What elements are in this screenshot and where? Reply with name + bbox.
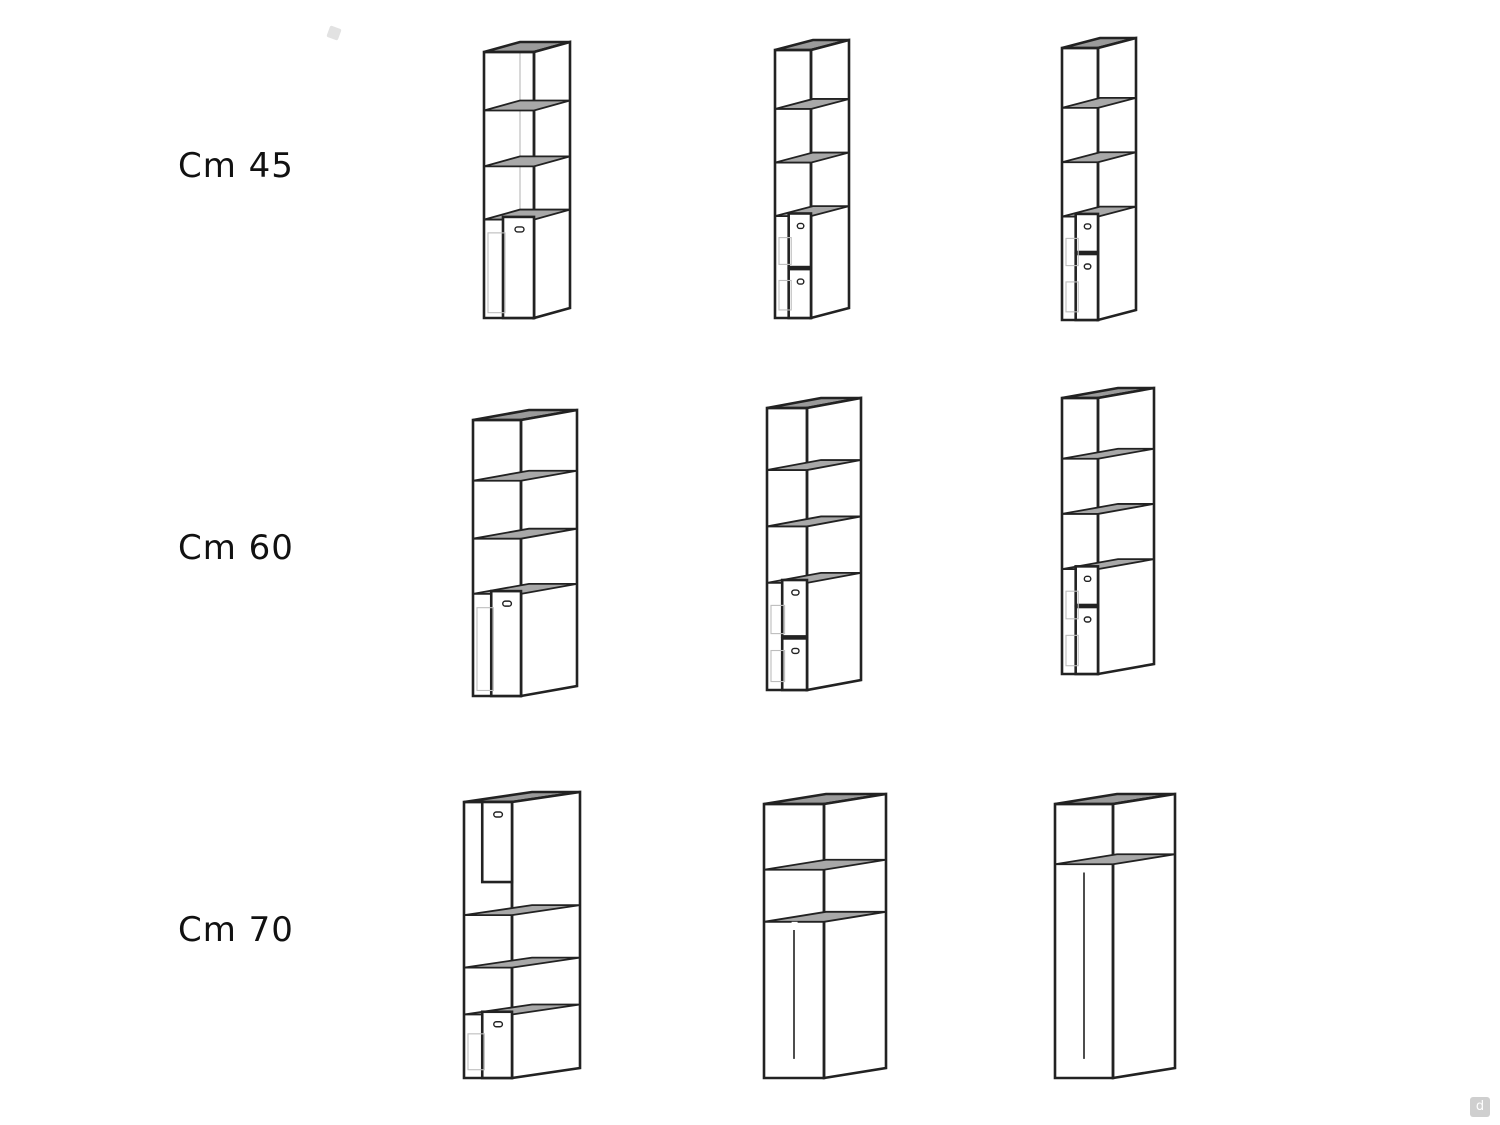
door-handle: [493, 1021, 504, 1028]
drawer-ghost: [467, 1033, 485, 1071]
cabinet-1-2: [1060, 386, 1156, 676]
shelf: [766, 459, 862, 471]
door-handle: [791, 647, 800, 655]
drawer-ghost: [1065, 634, 1079, 667]
door-panel: [489, 589, 523, 698]
cabinet-0-2: [1060, 36, 1138, 322]
front-frame: [1053, 802, 1115, 1080]
door-handle: [791, 589, 800, 596]
row-label-45: Cm 45: [178, 146, 294, 186]
drawer-ghost: [487, 232, 506, 314]
door-panel: [780, 578, 809, 638]
drawer-ghost: [1065, 237, 1079, 267]
door-handle: [1083, 223, 1092, 230]
side-panel: [1096, 386, 1156, 676]
door-panel: [1074, 212, 1100, 254]
door-panel: [787, 212, 813, 269]
side-panel: [510, 790, 582, 1080]
side-panel: [532, 40, 572, 320]
side-panel: [809, 38, 851, 320]
side-panel: [805, 396, 863, 692]
shelf: [766, 515, 862, 528]
door-panel: [1074, 605, 1100, 676]
shelf: [483, 155, 571, 168]
shelf: [774, 151, 850, 164]
watermark-badge: d: [1470, 1097, 1490, 1117]
cabinet-0-1: [773, 38, 851, 320]
cabinet-2-1: [762, 792, 888, 1080]
shelf: [1061, 96, 1137, 109]
door-handle: [502, 600, 513, 607]
shelf: [1061, 503, 1155, 515]
drawer-ghost: [1065, 281, 1079, 313]
shelf: [483, 99, 571, 112]
shelf: [1061, 447, 1155, 460]
door-handle: [1083, 263, 1092, 270]
cabinet-1-1: [765, 396, 863, 692]
drawer-ghost: [1065, 590, 1079, 620]
drawer-ghost: [476, 607, 494, 692]
drawer-ghost: [778, 279, 792, 311]
drawer-ghost: [770, 649, 786, 683]
shelf: [763, 910, 887, 923]
drawer-ghost: [770, 604, 786, 635]
door-handle: [796, 222, 805, 230]
drawer-ghost: [778, 237, 792, 265]
shelf: [463, 904, 581, 917]
shelf: [763, 858, 887, 871]
door-panel: [1074, 565, 1100, 607]
shelf: [463, 956, 581, 969]
door-panel: [780, 637, 809, 692]
cabinet-2-0: [462, 790, 582, 1080]
door-handle: [514, 226, 525, 233]
cabinet-2-2: [1053, 792, 1177, 1080]
row-label-60: Cm 60: [178, 528, 294, 568]
cabinet-1-0: [471, 408, 579, 698]
side-panel: [1111, 792, 1177, 1080]
row-label-70: Cm 70: [178, 910, 294, 950]
shelf: [1054, 853, 1176, 866]
door-handle: [796, 278, 805, 285]
side-panel: [1096, 36, 1138, 322]
door-handle: [1083, 616, 1092, 623]
side-panel: [822, 792, 888, 1080]
side-panel: [519, 408, 579, 698]
front-frame: [762, 802, 826, 1080]
shelf: [472, 469, 578, 482]
shelf: [774, 98, 850, 110]
door-panel: [501, 215, 536, 320]
cabinet-0-0: [482, 40, 572, 320]
door-panel: [1074, 252, 1100, 322]
door-handle: [1083, 575, 1092, 583]
shelf: [1061, 151, 1137, 164]
door-panel: [787, 267, 813, 320]
door-handle: [493, 811, 504, 818]
shelf: [472, 527, 578, 540]
